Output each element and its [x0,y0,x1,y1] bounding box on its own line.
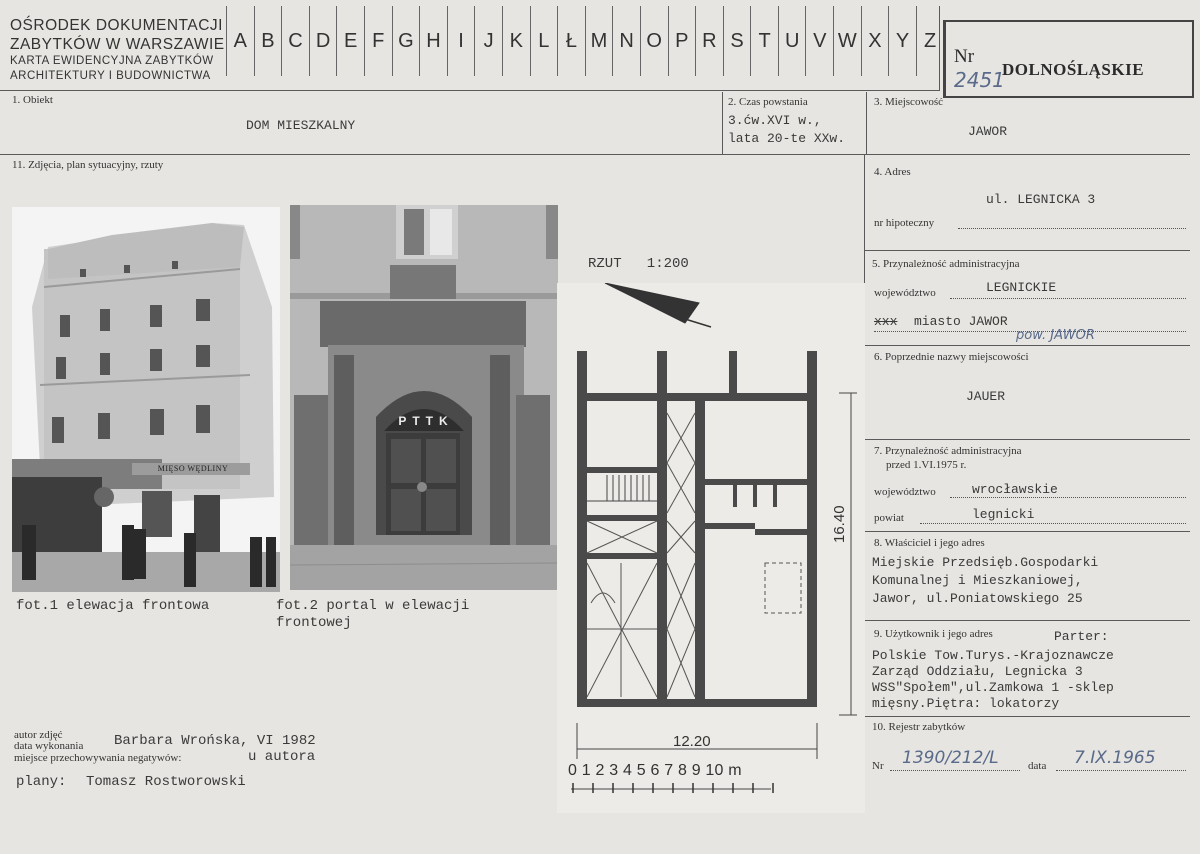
field-former-voivodeship-value: wrocławskie [972,482,1058,497]
nr-value: 2451 [954,68,1005,92]
field-date-value-1: 3.ćw.XVI w., [728,113,822,128]
field-object-label: 1. Obiekt [12,94,53,106]
credit-author-label: autor zdjęć [14,729,63,741]
alphabet-letter: P [667,6,696,76]
alphabet-letter: F [363,6,392,76]
alphabet-letter: U [777,6,806,76]
field-register-nr-value: 1390/212/L [902,748,999,768]
credit-author-value: Barbara Wrońska, VI 1982 [114,733,316,749]
field-register-label: 10. Rejestr zabytków [872,721,966,733]
alphabet-letter: Ł [557,6,585,76]
field-former-county-label: powiat [874,512,904,524]
credit-date-label: data wykonania [14,740,84,752]
floor-plan: 16.40 12.20 0 1 2 3 4 5 6 7 8 9 10 m [557,283,865,813]
field-owner-line-3: Jawor, ul.Poniatowskiego 25 [872,591,1083,606]
region-name: DOLNOŚLĄSKIE [1002,60,1145,79]
credit-storage-value: u autora [248,749,316,765]
alphabet-letter: T [750,6,778,76]
alphabet-letter: B [253,6,282,76]
field-user-header: Parter: [1054,629,1109,644]
field-address-value: ul. LEGNICKA 3 [986,192,1096,207]
credit-plans-label: plany: [16,774,67,790]
field-former-names-label: 6. Poprzednie nazwy miejscowości [874,351,1029,363]
photo-1-caption: fot.1 elewacja frontowa [16,598,210,614]
photo-portal: PTTK [290,205,558,590]
nr-label: Nr [954,46,975,67]
field-owner-line-2: Komunalnej i Mieszkaniowej, [872,573,1083,588]
field-admin-city-prefix: xxx [874,314,898,329]
field-user-line-1: Polskie Tow.Turys.-Krajoznawcze [872,648,1114,663]
field-mortgage-label: nr hipoteczny [874,217,935,229]
credit-plans-value: Tomasz Rostworowski [86,774,246,790]
field-register-date-value: 7.IX.1965 [1074,748,1156,768]
field-locality-label: 3. Miejscowość [874,96,944,108]
plan-dimension-horizontal: 12.20 [673,733,711,750]
institution-line-2: ZABYTKÓW W WARSZAWIE [10,36,225,53]
field-register-nr-label: Nr [872,760,884,772]
institution-line-1: OŚRODEK DOKUMENTACJI [10,17,223,34]
photo-front-elevation: MIĘSO WĘDLINY [12,207,280,592]
alphabet-letter: Y [888,6,916,76]
field-user-address: Polskie Tow.Turys.-Krajoznawcze Zarząd O… [872,648,1114,712]
photo-2-caption-2: frontowej [276,615,352,631]
field-user-line-3: WSS"Społem",ul.Zamkowa 1 -sklep [872,680,1114,695]
field-date-label: 2. Czas powstania [728,96,808,108]
field-former-voivodeship-label: województwo [874,486,936,498]
field-admin-city-value: miasto JAWOR [914,314,1008,329]
alphabet-letter: H [419,6,447,76]
field-user-label: 9. Użytkownik i jego adres [874,628,993,640]
field-admin-label: 5. Przynależność administracyjna [872,258,1020,270]
alphabet-letter: A [226,6,254,76]
alphabet-letter: D [308,6,337,76]
field-register-date-label: data [1028,760,1047,772]
field-admin-voivodeship-value: LEGNICKIE [986,280,1057,295]
field-object-value: DOM MIESZKALNY [246,118,356,133]
alphabet-letter: N [612,6,640,76]
field-owner-address: Miejskie Przedsięb.Gospodarki Komunalnej… [872,554,1098,608]
field-locality-value: JAWOR [968,124,1008,139]
field-admin-voivodeship-label: województwo [874,287,936,299]
field-date-value-2: lata 20-te XXw. [728,131,846,146]
plan-dimension-vertical: 16.40 [831,505,848,543]
alphabet-letter: W [833,6,861,76]
alphabet-letter: J [474,6,502,76]
photo-2-caption-1: fot.2 portal w elewacji [276,598,470,614]
field-user-line-2: Zarząd Oddziału, Legnicka 3 [872,664,1083,679]
register-number-box: Nr 2451 DOLNOŚLĄSKIE [943,20,1194,98]
alphabet-letter: E [336,6,364,76]
institution-name: OŚRODEK DOKUMENTACJI ZABYTKÓW W WARSZAWI… [10,16,225,84]
institution-line-4: ARCHITEKTURY I BUDOWNICTWA [10,70,211,82]
plan-scale-bar: 0 1 2 3 4 5 6 7 8 9 10 m [568,762,742,779]
field-former-admin-label-2: przed 1.VI.1975 r. [886,459,967,471]
field-photos-label: 11. Zdjęcia, plan sytuacyjny, rzuty [12,159,164,171]
alphabet-letter: M [584,6,613,76]
portal-inscription: PTTK [398,414,454,428]
field-address-label: 4. Adres [874,166,911,178]
credit-storage-label: miejsce przechowywania negatywów: [14,752,182,764]
field-former-admin-label-1: 7. Przynależność administracyjna [874,445,1022,457]
alphabet-letter: C [281,6,309,76]
field-owner-label: 8. Właściciel i jego adres [874,537,985,549]
alphabet-letter: V [805,6,833,76]
field-former-names-value: JAUER [966,389,1006,404]
alphabet-letter: K [501,6,530,76]
alphabet-letter: X [860,6,889,76]
alphabet-letter: I [446,6,475,76]
institution-line-3: KARTA EWIDENCYJNA ZABYTKÓW [10,55,214,67]
alphabet-letter: Z [915,6,944,76]
plan-title: RZUT 1:200 [588,256,689,272]
field-owner-line-1: Miejskie Przedsięb.Gospodarki [872,555,1099,570]
field-user-line-4: mięsny.Piętra: lokatorzy [872,696,1060,711]
alphabet-letter: L [529,6,558,76]
alphabet-letter: R [695,6,723,76]
alphabet-letter: O [639,6,668,76]
alphabet-letter: G [391,6,420,76]
shop-sign-text: MIĘSO WĘDLINY [157,464,229,473]
field-former-county-value: legnicki [972,507,1035,522]
alphabet-letter: S [722,6,751,76]
